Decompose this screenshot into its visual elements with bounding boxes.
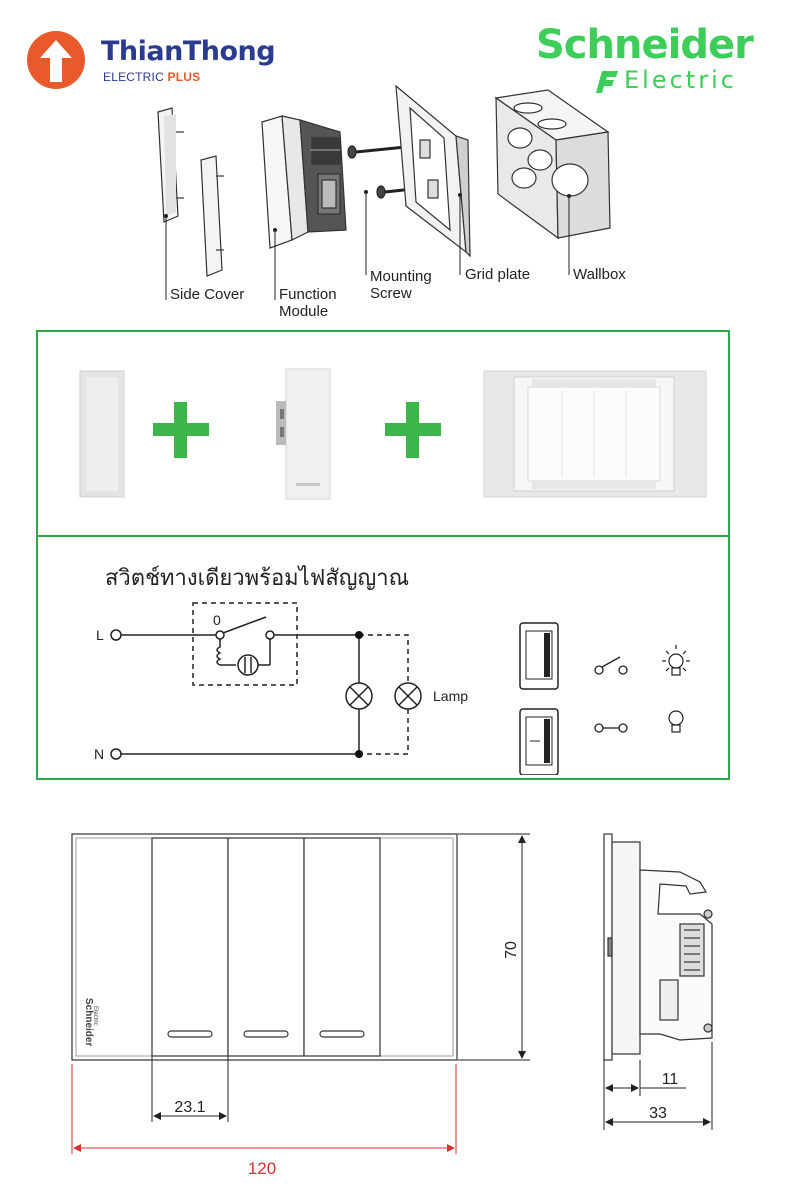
- side-cover-photo: [79, 370, 125, 498]
- side-view-drawing: [603, 833, 713, 1061]
- zero-label: 0: [213, 612, 221, 628]
- label-mounting-screw-1: Mounting: [370, 268, 432, 285]
- callout-lines: [165, 192, 570, 300]
- function-module-photo: [276, 368, 331, 500]
- lamp-lit-icon: [662, 645, 690, 676]
- thianthong-name: ThianThong: [101, 36, 276, 67]
- thianthong-logo: ThianThong ELECTRIC PLUS: [26, 30, 286, 90]
- depth-small-label: 11: [662, 1071, 679, 1088]
- l-label: L: [96, 627, 104, 643]
- schneider-name: Schneider: [536, 22, 754, 68]
- wiring-diagram: L N 0 Lamp: [94, 602, 690, 775]
- state-on-row: [519, 708, 684, 775]
- function-module-part: [261, 115, 347, 249]
- dimension-drawing: Schneider Electric 70 23.1 120: [71, 833, 713, 1178]
- wallbox-part: [494, 89, 611, 240]
- thianthong-tagline: ELECTRIC PLUS: [103, 70, 200, 84]
- plate-logo-1: Schneider: [83, 998, 94, 1046]
- assembly-row: [79, 368, 707, 500]
- grid-plate-part: [395, 84, 471, 258]
- schneider-sub: Electric: [624, 66, 737, 94]
- thianthong-tagline-main: ELECTRIC: [103, 70, 164, 84]
- label-function-module-1: Function: [279, 286, 337, 303]
- n-label: N: [94, 746, 104, 762]
- label-function-module-2: Module: [279, 303, 328, 320]
- plus-icon: [153, 402, 209, 458]
- depth-total-label: 33: [649, 1105, 667, 1122]
- thianthong-tagline-accent: PLUS: [167, 70, 201, 84]
- side-cover-part: [157, 107, 224, 277]
- plate-logo-2: Electric: [92, 1006, 98, 1026]
- exploded-view: Side Cover Function Module Mounting Scre…: [157, 84, 626, 320]
- lamp-label: Lamp: [433, 688, 468, 704]
- assembly-panel: [36, 330, 730, 537]
- height-dim-label: 70: [503, 941, 520, 959]
- label-mounting-screw-2: Screw: [370, 285, 412, 302]
- plus-icon: [385, 402, 441, 458]
- lamp-off-icon: [668, 710, 684, 733]
- label-side-cover: Side Cover: [170, 286, 244, 303]
- module-width-label: 23.1: [174, 1099, 205, 1116]
- wiring-panel: [36, 537, 730, 780]
- wiring-title: สวิตช์ทางเดียวพร้อมไฟสัญญาณ: [105, 566, 410, 591]
- grid-plate-photo: [483, 370, 707, 498]
- state-off-row: [519, 622, 690, 690]
- schneider-emblem-icon: [596, 71, 618, 93]
- thianthong-arrow-icon: [27, 31, 85, 89]
- front-plate-drawing: [71, 833, 458, 1061]
- label-wallbox: Wallbox: [573, 266, 626, 283]
- total-width-label: 120: [248, 1159, 276, 1178]
- label-grid-plate: Grid plate: [465, 266, 530, 283]
- schneider-logo: Schneider Electric: [536, 22, 776, 98]
